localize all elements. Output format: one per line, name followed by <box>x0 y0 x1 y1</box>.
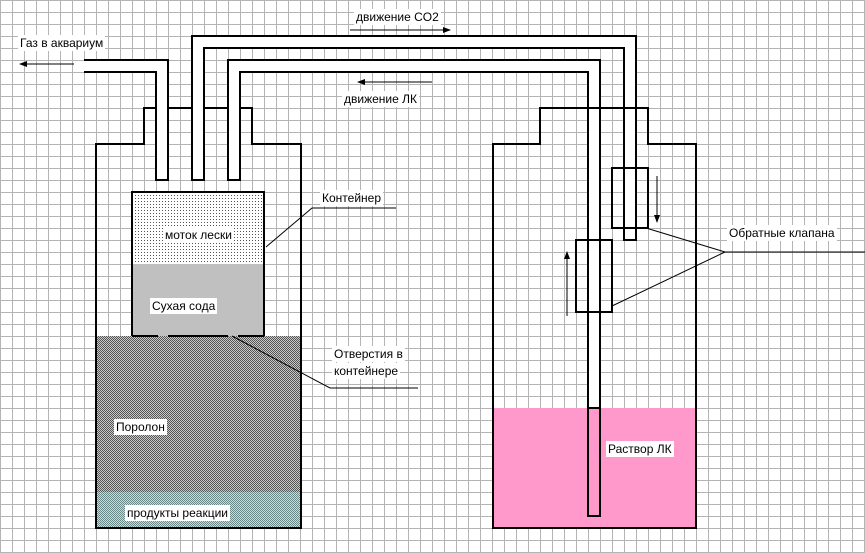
container <box>131 191 265 337</box>
label-check-valves: Обратные клапана <box>727 225 837 241</box>
solution-bottle <box>492 107 697 529</box>
label-line-coil: моток лески <box>163 227 234 243</box>
label-foam: Поролон <box>114 419 167 435</box>
label-container-holes-1: Отверстия в <box>332 346 405 362</box>
label-container: Контейнер <box>320 190 384 206</box>
label-container-holes-2: контейнере <box>332 363 401 379</box>
check-valve-bottom <box>575 239 613 313</box>
label-dry-soda: Сухая сода <box>150 298 218 314</box>
label-lk-solution: Раствор ЛК <box>606 441 674 457</box>
solution-bottle-outline <box>492 107 697 529</box>
label-gas-to-aquarium: Газ в аквариум <box>18 35 106 51</box>
reactor-bottle-outline <box>95 107 302 529</box>
label-co2-flow: движение CO2 <box>354 9 441 25</box>
leader-lines <box>231 207 865 389</box>
label-lk-flow: движение ЛК <box>342 91 419 107</box>
check-valve-top <box>611 167 649 229</box>
label-reaction-products: продукты реакции <box>125 505 230 521</box>
